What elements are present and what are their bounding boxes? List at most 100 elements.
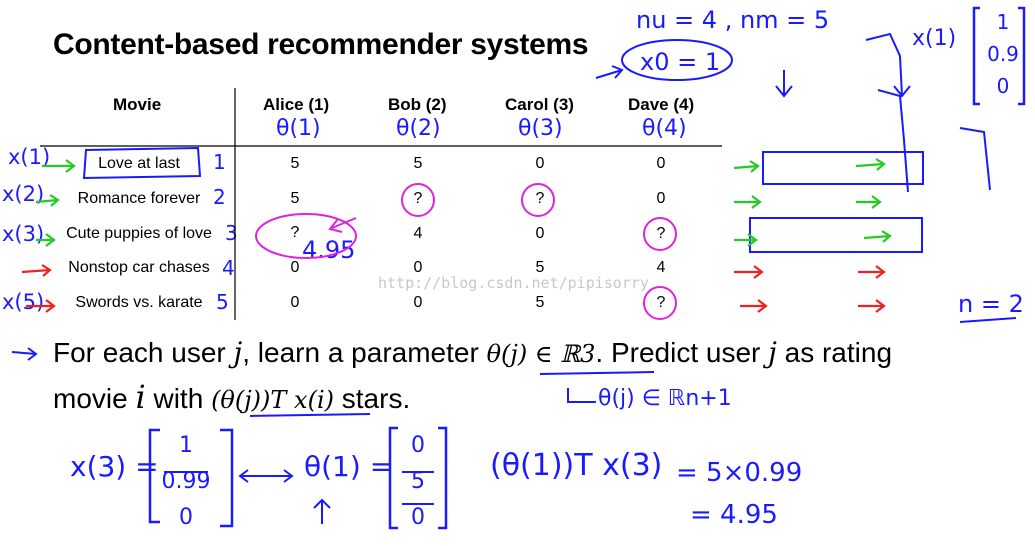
theta1-right-bracket (438, 426, 448, 530)
theta1-vector-annotation: 0 5 0 (398, 428, 438, 536)
rating-cell: 4 (413, 225, 423, 242)
movie-name: Cute puppies of love (66, 225, 212, 242)
love-at-last-box (82, 146, 202, 180)
estimate-ellipse (255, 213, 357, 259)
x3-vector-entry: 0.99 (161, 469, 211, 494)
double-arrow-icon (238, 469, 294, 483)
row-label-x5: x(5) (2, 290, 45, 314)
green-row-arrows (35, 158, 892, 247)
connector-arrow-icon (959, 127, 991, 191)
green-arrow-icon (734, 233, 758, 247)
line1-text-b: , learn a parameter (242, 337, 487, 368)
rating-cell: 4 (656, 259, 666, 276)
n-underline (959, 317, 1017, 323)
user-column-header-dave: Dave (4) (628, 95, 695, 114)
rating-cell: 0 (290, 259, 300, 276)
row-label-x3: x(3) (2, 222, 45, 246)
theta-label-carol: θ(3) (518, 116, 563, 141)
theta1-vector-entry: 0 (411, 433, 425, 458)
rating-cell: 5 (290, 155, 300, 172)
user-column-header-alice: Alice (1) (263, 95, 330, 114)
green-arrow-icon (734, 195, 762, 209)
theta-space-annotation: θ(j) ∈ ℝn+1 (598, 386, 732, 411)
row-number: 5 (216, 290, 229, 314)
x1-label-annotation: x(1) (912, 26, 957, 51)
theta-space-hook (567, 388, 596, 403)
green-arrow-icon (855, 158, 886, 171)
line2-i: i (135, 378, 146, 416)
line1-j2: j (768, 336, 777, 369)
estimate-arrow-icon (328, 217, 357, 233)
feature-bar-1 (762, 151, 924, 185)
x3-vector-entry: 0 (179, 505, 193, 530)
rating-cell: 0 (290, 294, 300, 311)
line2-text-b: with (145, 383, 212, 414)
movie-name: Romance forever (77, 190, 201, 207)
underline-rating-expr (249, 413, 371, 417)
green-arrow-icon (856, 195, 882, 209)
x1-vector-entry: 0 (996, 74, 1010, 98)
underline-theta (539, 371, 655, 375)
theta1-dividers (402, 471, 434, 505)
x1-vector-right-bracket (1018, 6, 1026, 106)
up-arrow-icon (313, 498, 331, 524)
green-arrow-icon (42, 159, 76, 173)
product-rhs-step2: = 4.95 (690, 500, 778, 530)
unknown-circle (521, 183, 555, 217)
theta1-vector-entry: 5 (411, 469, 425, 494)
nu-nm-annotation: nu = 4 , nm = 5 (636, 6, 830, 34)
theta-label-dave: θ(4) (642, 116, 687, 141)
blog-watermark: http://blog.csdn.net/pipisorry (378, 274, 649, 292)
x3-vector-entry: 1 (179, 433, 193, 458)
product-rhs-step1: = 5×0.99 (676, 458, 803, 488)
line1-text-c: . Predict user (595, 337, 769, 368)
explanation-line-2: movie i with (θ(j))T x(i) stars. (53, 378, 410, 416)
movie-name: Love at last (98, 155, 180, 172)
rating-cell: 0 (656, 190, 666, 207)
row-number: 1 (213, 150, 226, 174)
user-column-header-carol: Carol (3) (505, 95, 574, 114)
x3-right-bracket (220, 428, 234, 528)
line2-rating-expression: (θ(j))T x(i) (211, 386, 334, 414)
x0-annotation: x0 = 1 (640, 48, 721, 76)
line1-text-a: For each user (53, 337, 234, 368)
theta1-vector-entry: 0 (411, 505, 425, 530)
rating-cell: ? (656, 294, 666, 311)
movie-name: Swords vs. karate (75, 294, 203, 311)
hook-arrow-icon (865, 32, 911, 98)
movie-name: Nonstop car chases (68, 259, 210, 276)
feature-bar-3 (749, 217, 923, 253)
x3-left-bracket (148, 428, 160, 524)
unknown-circle (643, 286, 677, 320)
rating-cell: 0 (656, 155, 666, 172)
rating-cell: 0 (413, 259, 423, 276)
x0-arrow-icon (595, 65, 624, 79)
green-arrow-icon (863, 230, 892, 243)
rating-cell: 0 (413, 294, 423, 311)
green-arrow-icon (36, 233, 56, 247)
red-arrow-icon (734, 265, 764, 279)
row-number: 4 (222, 256, 235, 280)
unknown-circle (401, 183, 435, 217)
explanation-line-1: For each user j, learn a parameter θ(j) … (53, 336, 892, 369)
unknown-circle (643, 217, 677, 251)
user-column-header-bob: Bob (2) (388, 95, 447, 114)
line2-text-c: stars. (333, 383, 411, 414)
rating-cell: 5 (413, 155, 423, 172)
slide-title: Content-based recommender systems (53, 28, 589, 61)
down-arrow-icon (775, 70, 793, 98)
red-arrow-icon (858, 265, 886, 279)
line1-text-d: as rating (776, 337, 893, 368)
red-arrow-icon (26, 299, 56, 313)
rating-cell: ? (656, 225, 666, 242)
green-arrow-icon (733, 160, 760, 173)
connector-line (877, 89, 909, 193)
rating-cell: 5 (535, 259, 545, 276)
x1-vector-entry: 0.9 (987, 42, 1019, 66)
rating-cell: ? (413, 190, 423, 207)
unknown-rating-circles (255, 183, 677, 320)
red-arrow-icon (21, 264, 52, 277)
n-annotation: n = 2 (958, 290, 1024, 318)
movie-column-header: Movie (113, 95, 162, 114)
